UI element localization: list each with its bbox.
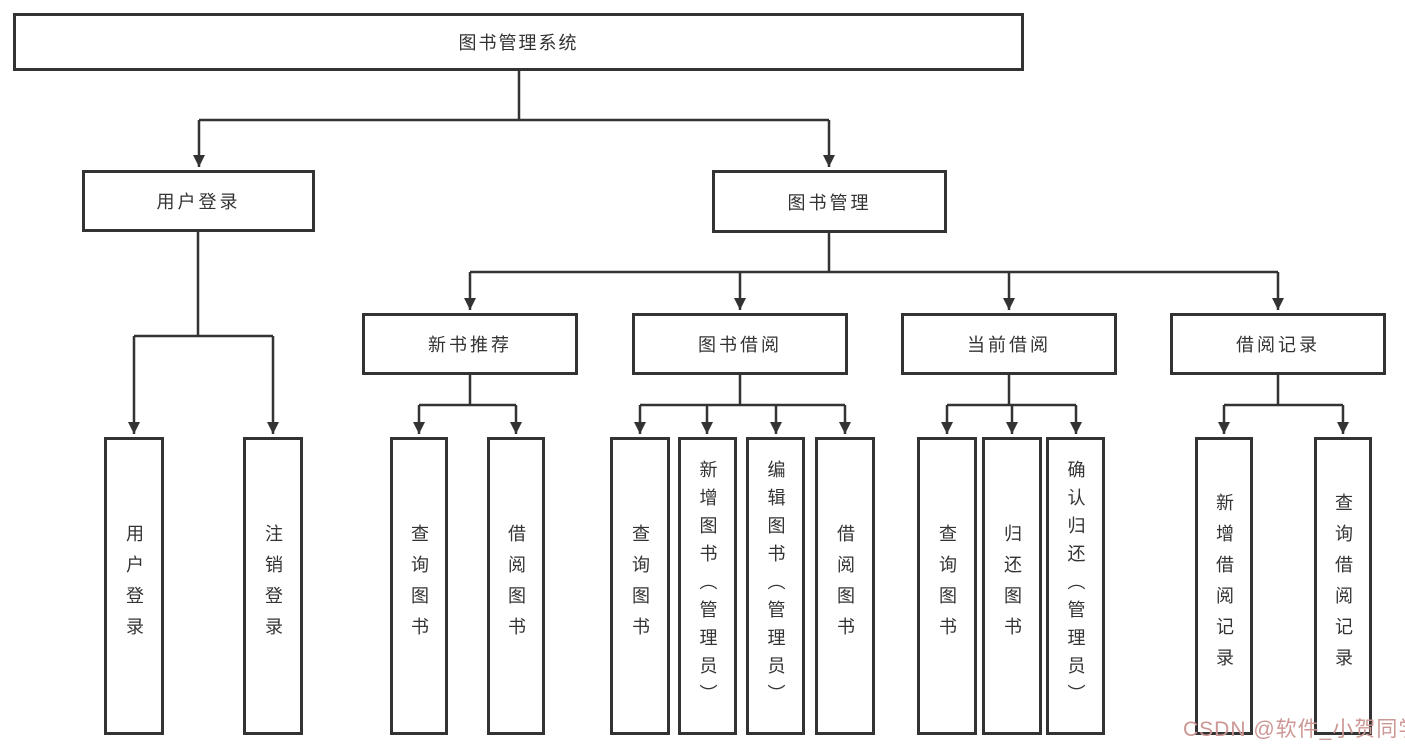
node-new-book-recommend: 新书推荐: [362, 313, 578, 375]
node-label: 借阅图书: [835, 524, 855, 648]
node-label: 图书管理: [787, 192, 872, 213]
connector-stems: [134, 70, 1343, 407]
node-book-management: 图书管理: [712, 170, 947, 233]
leaf-edit-book-admin: 编辑图书（管理员）: [746, 437, 805, 735]
leaf-query-book-borrow: 查询图书: [610, 437, 670, 735]
leaf-query-book-current: 查询图书: [917, 437, 977, 735]
leaf-logout-login: 注销登录: [243, 437, 303, 735]
node-borrow-records: 借阅记录: [1170, 313, 1386, 375]
leaf-add-book-admin: 新增图书（管理员）: [678, 437, 737, 735]
leaf-borrow-book: 借阅图书: [815, 437, 875, 735]
node-label: 查询图书: [409, 524, 429, 648]
node-label: 查询图书: [630, 524, 650, 648]
node-label: 查询图书: [937, 524, 957, 648]
node-user-login: 用户登录: [82, 170, 315, 232]
node-label: 新增图书（管理员）: [697, 460, 718, 712]
node-label: 查询借阅记录: [1333, 493, 1353, 679]
node-label: 用户登录: [156, 192, 241, 212]
leaf-query-borrow-record: 查询借阅记录: [1314, 437, 1372, 735]
csdn-watermark: CSDN @软件_小贺同学: [1183, 718, 1405, 741]
node-label: 借阅图书: [506, 524, 526, 648]
node-label: 图书管理系统: [458, 33, 579, 53]
node-label: 图书借阅: [698, 335, 782, 355]
node-label: 借阅记录: [1236, 335, 1320, 355]
leaf-add-borrow-record: 新增借阅记录: [1195, 437, 1253, 735]
node-library-system: 图书管理系统: [13, 13, 1024, 71]
leaf-borrow-book-recommend: 借阅图书: [487, 437, 545, 735]
node-label: 当前借阅: [967, 335, 1051, 355]
leaf-confirm-return-admin: 确认归还（管理员）: [1046, 437, 1105, 735]
leaf-query-book-recommend: 查询图书: [390, 437, 448, 735]
leaf-user-login: 用户登录: [104, 437, 164, 735]
node-label: 新书推荐: [428, 335, 512, 355]
node-label: 确认归还（管理员）: [1065, 460, 1086, 712]
node-label: 注销登录: [263, 524, 283, 648]
node-label: 归还图书: [1002, 524, 1022, 648]
node-label: 编辑图书（管理员）: [765, 460, 786, 712]
node-label: 用户登录: [124, 524, 144, 648]
leaf-return-book: 归还图书: [982, 437, 1042, 735]
node-current-borrow: 当前借阅: [901, 313, 1117, 375]
node-label: 新增借阅记录: [1214, 493, 1234, 679]
node-book-borrow: 图书借阅: [632, 313, 848, 375]
